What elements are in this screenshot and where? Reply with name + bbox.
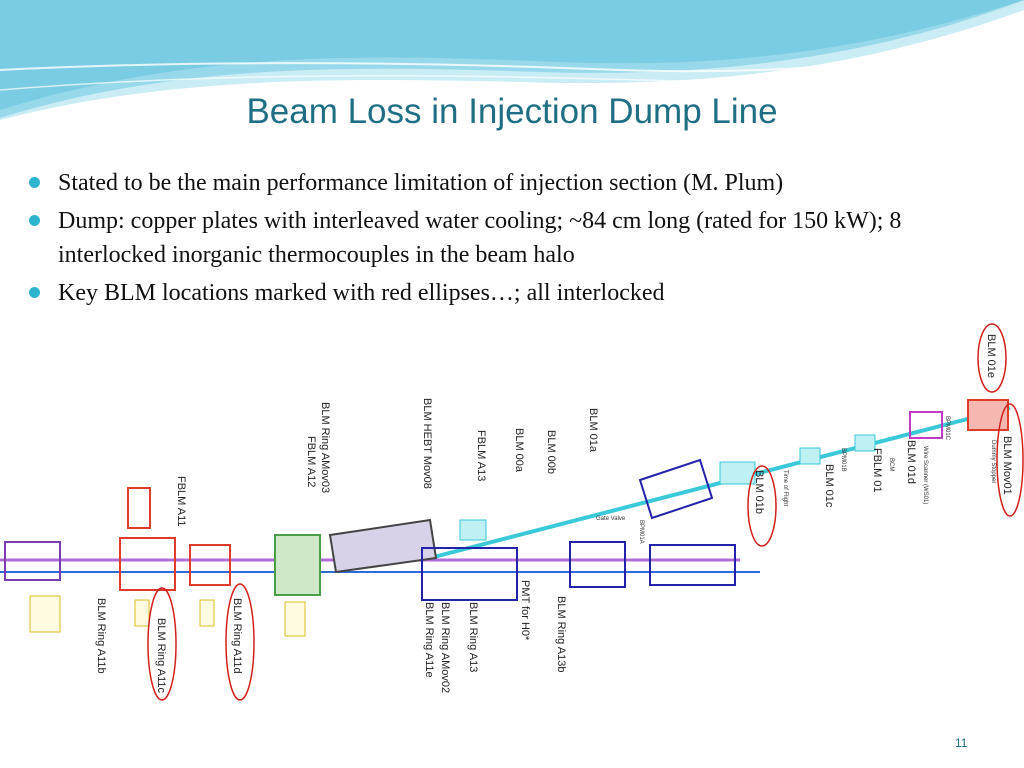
device-labels: Gate Valve Time of Flight Wire Scanner (… bbox=[596, 416, 996, 544]
label-blm-00b: BLM 00b bbox=[545, 430, 557, 474]
label-dummy-stopper: Dummy Stopper bbox=[990, 440, 996, 483]
label-pmt-for-h0: PMT for H0* bbox=[519, 580, 531, 641]
ellipse-blm-ring-a11c bbox=[147, 587, 177, 701]
central-section bbox=[328, 458, 756, 601]
label-fblm-a11: FBLM A11 bbox=[175, 476, 187, 527]
label-blm-ring-a13: BLM Ring A13 bbox=[467, 602, 479, 672]
label-blm-ring-amov02: BLM Ring AMov02 bbox=[439, 602, 451, 693]
label-blm-01c: BLM 01c bbox=[823, 464, 835, 508]
bullet-item: Dump: copper plates with interleaved wat… bbox=[26, 204, 1001, 272]
label-blm-ring-a11e: BLM Ring A11e bbox=[423, 602, 435, 678]
label-blm-ring-a11d: BLM Ring A11d bbox=[231, 598, 243, 674]
top-labels: FBLM A11 BLM Ring AMov03 FBLM A12 BLM HE… bbox=[175, 334, 1013, 527]
left-section bbox=[4, 487, 321, 637]
key-blm-ellipses bbox=[147, 323, 1024, 701]
label-blm-ring-amov03: BLM Ring AMov03 bbox=[319, 402, 331, 493]
label-fblm-a13: FBLM A13 bbox=[475, 430, 487, 481]
page-number: 11 bbox=[955, 736, 968, 750]
label-bcm: BCM bbox=[888, 458, 894, 471]
label-time-of-flight: Time of Flight bbox=[782, 470, 788, 506]
label-wire-scanner: Wire Scanner (WS01) bbox=[922, 446, 928, 504]
ellipse-blm-ring-a11d bbox=[225, 583, 255, 701]
bullet-dot-icon bbox=[29, 287, 40, 298]
bullet-item: Stated to be the main performance limita… bbox=[26, 166, 1001, 200]
ellipse-blm-mov01 bbox=[996, 403, 1024, 517]
label-blm-hebt-mov08: BLM HEBT Mov08 bbox=[421, 398, 433, 489]
header-waves bbox=[0, 0, 1024, 120]
ellipse-blm-01e bbox=[977, 323, 1007, 393]
beamline-diagram: FBLM A11 BLM Ring AMov03 FBLM A12 BLM HE… bbox=[0, 323, 1024, 701]
label-blm-01a: BLM 01a bbox=[587, 408, 599, 453]
label-fblm-01: FBLM 01 bbox=[871, 448, 883, 493]
slide-title: Beam Loss in Injection Dump Line bbox=[246, 92, 778, 131]
label-bpm01b: BPM01B bbox=[840, 448, 846, 472]
bottom-labels: BLM Ring A11b BLM Ring A11c BLM Ring A11… bbox=[95, 580, 567, 694]
label-blm-00a: BLM 00a bbox=[513, 428, 525, 473]
label-blm-ring-a13b: BLM Ring A13b bbox=[555, 596, 567, 672]
bullet-list: Stated to be the main performance limita… bbox=[26, 166, 1001, 314]
dump-section bbox=[799, 399, 1009, 465]
label-blm-ring-a11b: BLM Ring A11b bbox=[95, 598, 107, 674]
bullet-dot-icon bbox=[29, 177, 40, 188]
label-blm-mov01: BLM Mov01 bbox=[1001, 436, 1013, 495]
label-bpm01a: BPM01A bbox=[638, 520, 644, 544]
label-fblm-a12: FBLM A12 bbox=[305, 436, 317, 487]
ellipse-blm-01b bbox=[747, 465, 777, 547]
label-bpm01c: BPM01C bbox=[944, 416, 950, 441]
label-blm-ring-a11c: BLM Ring A11c bbox=[155, 618, 167, 694]
label-blm-01e: BLM 01e bbox=[985, 334, 997, 378]
label-gate-valve: Gate Valve bbox=[596, 516, 626, 522]
bullet-dot-icon bbox=[29, 215, 40, 226]
bullet-item: Key BLM locations marked with red ellips… bbox=[26, 276, 1001, 310]
label-blm-01b: BLM 01b bbox=[753, 470, 765, 514]
label-blm-01d: BLM 01d bbox=[905, 440, 917, 484]
